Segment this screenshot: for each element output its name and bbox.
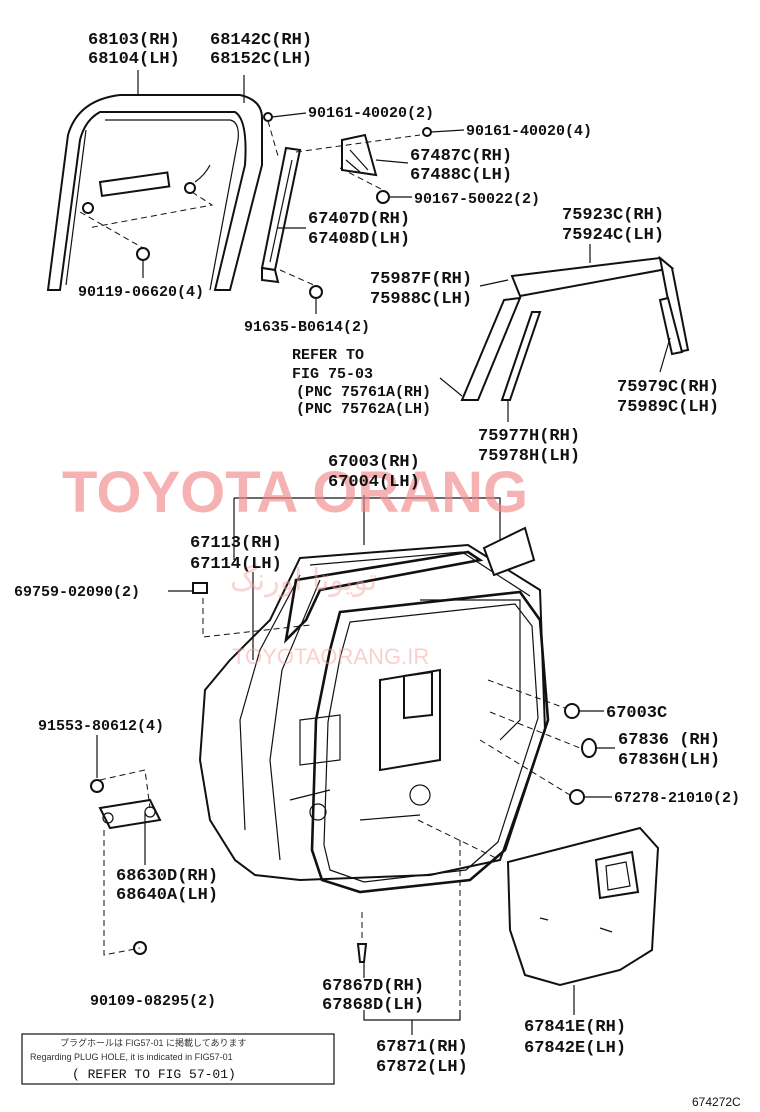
bolt-icon xyxy=(136,247,150,261)
bolt-icon xyxy=(90,779,104,793)
cushion-icon xyxy=(192,582,208,594)
frame-weatherstrip xyxy=(284,550,484,644)
note-line-2: Regarding PLUG HOLE, it is indicated in … xyxy=(30,1052,233,1062)
refer-line-3: (PNC 75761A(RH) xyxy=(296,384,431,401)
label-67836h: 67836H(LH) xyxy=(618,751,720,770)
label-67488c: 67488C(LH) xyxy=(410,166,512,185)
label-90109: 90109-08295(2) xyxy=(90,993,216,1010)
label-67868d: 67868D(LH) xyxy=(322,996,424,1015)
screw-icon xyxy=(422,127,432,137)
label-67278: 67278-21010(2) xyxy=(614,790,740,807)
refer-line-2: FIG 75-03 xyxy=(292,366,373,383)
label-68142c: 68142C(RH) xyxy=(210,31,312,50)
label-75977h: 75977H(RH) xyxy=(478,427,580,446)
glass-seal xyxy=(482,526,536,577)
clip-icon xyxy=(581,738,597,758)
cushion-icon xyxy=(569,789,585,805)
label-67487c: 67487C(RH) xyxy=(410,147,512,166)
label-67836: 67836 (RH) xyxy=(618,731,720,750)
division-bar xyxy=(260,146,302,284)
label-90161-a: 90161-40020(2) xyxy=(308,105,434,122)
label-68630d: 68630D(RH) xyxy=(116,867,218,886)
label-67003: 67003(RH) xyxy=(328,453,420,472)
refer-line-1: REFER TO xyxy=(292,347,364,364)
service-hole-cover xyxy=(506,826,660,987)
label-67003c: 67003C xyxy=(606,704,667,723)
label-75979c: 75979C(RH) xyxy=(617,378,719,397)
label-90167: 90167-50022(2) xyxy=(414,191,540,208)
label-67407d: 67407D(RH) xyxy=(308,210,410,229)
plug-hole-note: プラグホールは FIG57-01 に掲載してあります Regarding PLU… xyxy=(21,1033,335,1085)
label-90161-b: 90161-40020(4) xyxy=(466,123,592,140)
note-line-3: ( REFER TO FIG 57-01) xyxy=(72,1067,236,1082)
label-67867d: 67867D(RH) xyxy=(322,977,424,996)
label-75923c: 75923C(RH) xyxy=(562,206,664,225)
figure-code: 674272C xyxy=(692,1095,741,1109)
label-67872: 67872(LH) xyxy=(376,1058,468,1077)
label-67113: 67113(RH) xyxy=(190,534,282,553)
label-69759: 69759-02090(2) xyxy=(14,584,140,601)
bolt-icon xyxy=(376,190,390,204)
note-line-1: プラグホールは FIG57-01 に掲載してあります xyxy=(60,1037,246,1048)
refer-line-4: (PNC 75762A(LH) xyxy=(296,401,431,418)
clip-icon xyxy=(356,943,368,963)
door-weatherstrip xyxy=(310,590,550,894)
label-67842e: 67842E(LH) xyxy=(524,1039,626,1058)
label-68104: 68104(LH) xyxy=(88,50,180,69)
label-75924c: 75924C(LH) xyxy=(562,226,664,245)
label-75987f: 75987F(RH) xyxy=(370,270,472,289)
watermark-main: TOYOTA ORANG xyxy=(62,460,528,525)
label-90119: 90119-06620(4) xyxy=(78,284,204,301)
label-91635: 91635-B0614(2) xyxy=(244,319,370,336)
frame-moldings xyxy=(439,244,690,422)
label-68103: 68103(RH) xyxy=(88,31,180,50)
label-91553: 91553-80612(4) xyxy=(38,718,164,735)
screw-icon xyxy=(263,112,273,122)
door-check xyxy=(98,798,162,830)
label-75978h: 75978H(LH) xyxy=(478,447,580,466)
label-68640a: 68640A(LH) xyxy=(116,886,218,905)
door-glass-assembly xyxy=(46,94,263,291)
cushion-icon xyxy=(564,703,580,719)
label-67841e: 67841E(RH) xyxy=(524,1018,626,1037)
partition-glass xyxy=(341,133,378,177)
label-68152c: 68152C(LH) xyxy=(210,50,312,69)
label-67004: 67004(LH) xyxy=(328,473,420,492)
label-67871: 67871(RH) xyxy=(376,1038,468,1057)
watermark-site: TOYOTAORANG.IR xyxy=(232,644,429,669)
label-67114: 67114(LH) xyxy=(190,555,282,574)
label-67408d: 67408D(LH) xyxy=(308,230,410,249)
label-75988c: 75988C(LH) xyxy=(370,290,472,309)
label-75989c: 75989C(LH) xyxy=(617,398,719,417)
watermark-persian: تویوتا اورنگ xyxy=(230,563,377,598)
bolt-icon xyxy=(309,285,323,299)
